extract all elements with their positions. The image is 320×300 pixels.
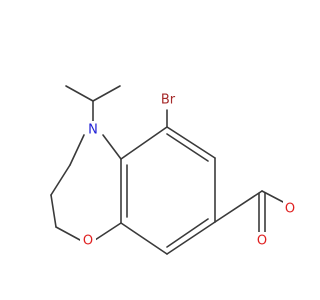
bond-CH2-O-ring [55,226,81,241]
bond-carbonyl-C-O-ester [261,190,286,204]
bonds [50,85,286,255]
bond-iPr-methyl-right [92,85,121,102]
bond-ar-2 [166,126,216,159]
bond-CH2-CH2-O [50,194,57,228]
atom-oxygen-ester: O [285,202,295,217]
bond-ar-4 [166,221,216,255]
bond-N-aryl [102,134,122,160]
bond-CH2-CH2 [50,164,71,196]
bond-O-ring-aryl [94,222,122,241]
atom-labels: Br N O O O [80,91,297,250]
bond-iPr-methyl-left [65,85,94,102]
bond-aryl-carbonyl-C [214,190,263,223]
bond-ar-1 [120,126,168,160]
bond-ar-4-inner [166,218,209,248]
molecular-structure-diagram: Br N O O O [50,85,297,255]
bond-ar-2-inner [166,133,209,162]
atom-oxygen-carbonyl: O [257,234,267,249]
bond-ar-5 [120,222,168,255]
bond-N-CH2 [69,134,85,166]
atom-bromine: Br [161,93,176,108]
atom-nitrogen: N [88,123,98,138]
atom-oxygen-ring: O [83,234,93,249]
